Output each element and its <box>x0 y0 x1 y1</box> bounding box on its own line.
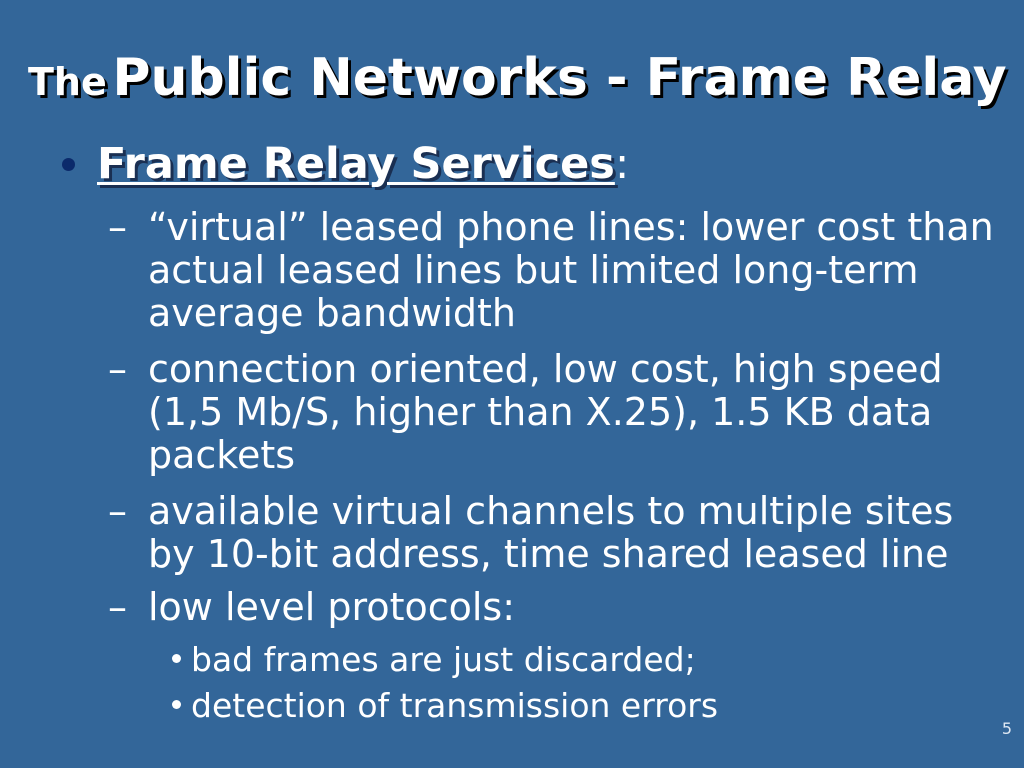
dash-icon: – <box>108 205 127 249</box>
dash-icon: – <box>108 489 127 533</box>
list-item: – low level protocols: <box>108 586 1008 629</box>
slide-title: The Public Networks - Frame Relay <box>28 52 1018 104</box>
page-number: 5 <box>1001 719 1012 738</box>
bullet-heading: Frame Relay Services: <box>62 140 629 188</box>
list-item: – connection oriented, low cost, high sp… <box>108 348 1008 477</box>
heading-colon: : <box>614 139 630 189</box>
list-item-text: available virtual channels to multiple s… <box>148 489 954 576</box>
bullet-dot-icon <box>62 158 75 171</box>
sub-list-item-text: bad frames are just discarded; <box>191 640 696 679</box>
sub-list-item-text: detection of transmission errors <box>191 686 719 725</box>
sub-bullet-dot-icon <box>172 653 181 663</box>
list-item: – “virtual” leased phone lines: lower co… <box>108 206 1008 335</box>
dash-icon: – <box>108 585 127 629</box>
dash-icon: – <box>108 347 127 391</box>
list-item-text: “virtual” leased phone lines: lower cost… <box>148 205 994 335</box>
sub-bullet-dot-icon <box>172 699 181 709</box>
list-item: – available virtual channels to multiple… <box>108 490 1008 576</box>
list-item-text: low level protocols: <box>148 585 516 629</box>
list-item-text: connection oriented, low cost, high spee… <box>148 347 943 477</box>
title-main: Public Networks - Frame Relay <box>112 48 1007 108</box>
sub-list-item: detection of transmission errors <box>172 686 972 726</box>
sub-list-item: bad frames are just discarded; <box>172 640 972 680</box>
section-heading: Frame Relay Services <box>97 139 615 189</box>
title-prefix: The <box>28 60 107 104</box>
